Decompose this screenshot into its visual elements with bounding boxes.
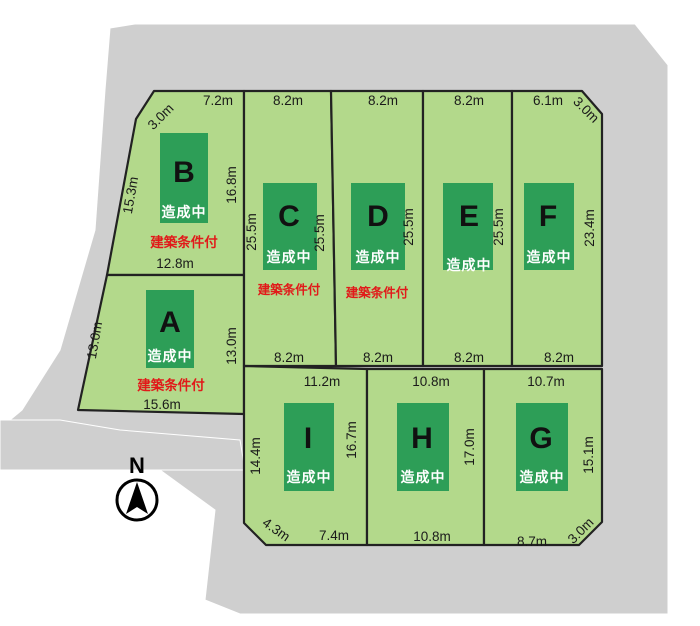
lot-d-dim-top: 8.2m bbox=[368, 93, 398, 108]
lot-e-dim-top: 8.2m bbox=[454, 93, 484, 108]
lot-h-dim-right: 17.0m bbox=[462, 428, 477, 466]
lot-i-status: 造成中 bbox=[287, 469, 332, 486]
lot-b-dim-top: 7.2m bbox=[203, 93, 233, 108]
lot-c-dim-bottom: 8.2m bbox=[274, 350, 304, 365]
lot-i-dim-right: 16.7m bbox=[344, 421, 359, 459]
lot-f-label: F bbox=[539, 200, 557, 233]
road-west-branch bbox=[0, 419, 246, 471]
lot-f-dim-bottom: 8.2m bbox=[544, 350, 574, 365]
lot-b-status: 造成中 bbox=[162, 204, 207, 221]
lot-e-status: 造成中 bbox=[447, 257, 492, 274]
lot-b-condition: 建築条件付 bbox=[149, 234, 218, 251]
lot-h-dim-top: 10.8m bbox=[412, 374, 450, 389]
lot-c-dim-top: 8.2m bbox=[273, 93, 303, 108]
lot-c-dim-right: 25.5m bbox=[312, 214, 327, 252]
building-e bbox=[443, 183, 493, 270]
lot-g-label: G bbox=[529, 422, 552, 455]
lot-g-dim-bottom: 8.7m bbox=[517, 534, 547, 549]
lot-a-condition: 建築条件付 bbox=[136, 377, 205, 394]
lot-i-label: I bbox=[304, 422, 312, 455]
lot-f-dim-right: 23.4m bbox=[582, 209, 597, 247]
lot-d-condition: 建築条件付 bbox=[346, 285, 409, 300]
lot-h-status: 造成中 bbox=[401, 469, 446, 486]
building-h bbox=[397, 403, 449, 491]
building-i bbox=[284, 403, 334, 491]
lot-g-status: 造成中 bbox=[520, 469, 565, 486]
lot-h-dim-bottom: 10.8m bbox=[413, 529, 451, 544]
building-d bbox=[351, 183, 405, 270]
lot-b-dim-left: 15.3m bbox=[120, 175, 141, 215]
lot-c-label: C bbox=[278, 200, 300, 233]
building-c bbox=[263, 183, 317, 270]
lot-a-dim-left: 13.0m bbox=[84, 320, 105, 360]
lot-c-dim-left: 25.5m bbox=[244, 213, 259, 251]
lot-c-status: 造成中 bbox=[267, 249, 312, 266]
lot-e-dim-right: 25.5m bbox=[491, 208, 506, 246]
building-b bbox=[160, 133, 208, 223]
north-arrow-icon bbox=[126, 482, 148, 514]
building-g bbox=[516, 403, 568, 491]
building-f bbox=[524, 183, 574, 270]
lot-d-dim-bottom: 8.2m bbox=[363, 350, 393, 365]
north-compass: N bbox=[115, 453, 159, 522]
lot-f-status: 造成中 bbox=[527, 249, 572, 266]
lot-i-dim-bottom: 7.4m bbox=[319, 528, 349, 543]
lot-b-dim-right: 16.8m bbox=[224, 166, 239, 204]
lot-b-dim-bottom: 12.8m bbox=[156, 256, 194, 271]
lot-a-dim-bottom: 15.6m bbox=[143, 397, 181, 412]
lot-e-label: E bbox=[459, 200, 479, 233]
lot-d-label: D bbox=[367, 200, 389, 233]
north-label: N bbox=[129, 453, 145, 478]
lot-a-status: 造成中 bbox=[148, 348, 193, 365]
lot-a-dim-right: 13.0m bbox=[224, 327, 239, 365]
lot-e-dim-bottom: 8.2m bbox=[454, 350, 484, 365]
lot-h-label: H bbox=[411, 422, 433, 455]
lot-a-label: A bbox=[159, 306, 181, 339]
lot-g-dim-top: 10.7m bbox=[527, 374, 565, 389]
lot-i-dim-left: 14.4m bbox=[248, 437, 263, 475]
lot-c-condition: 建築条件付 bbox=[258, 282, 321, 297]
lot-i-dim-top: 11.2m bbox=[304, 374, 341, 389]
lot-f-dim-top: 6.1m bbox=[533, 93, 563, 108]
lot-d-status: 造成中 bbox=[356, 249, 401, 266]
lot-g-dim-right: 15.1m bbox=[581, 436, 596, 474]
lot-b-label: B bbox=[173, 156, 195, 189]
building-a bbox=[146, 290, 194, 368]
lot-d-dim-right: 25.5m bbox=[401, 208, 416, 246]
